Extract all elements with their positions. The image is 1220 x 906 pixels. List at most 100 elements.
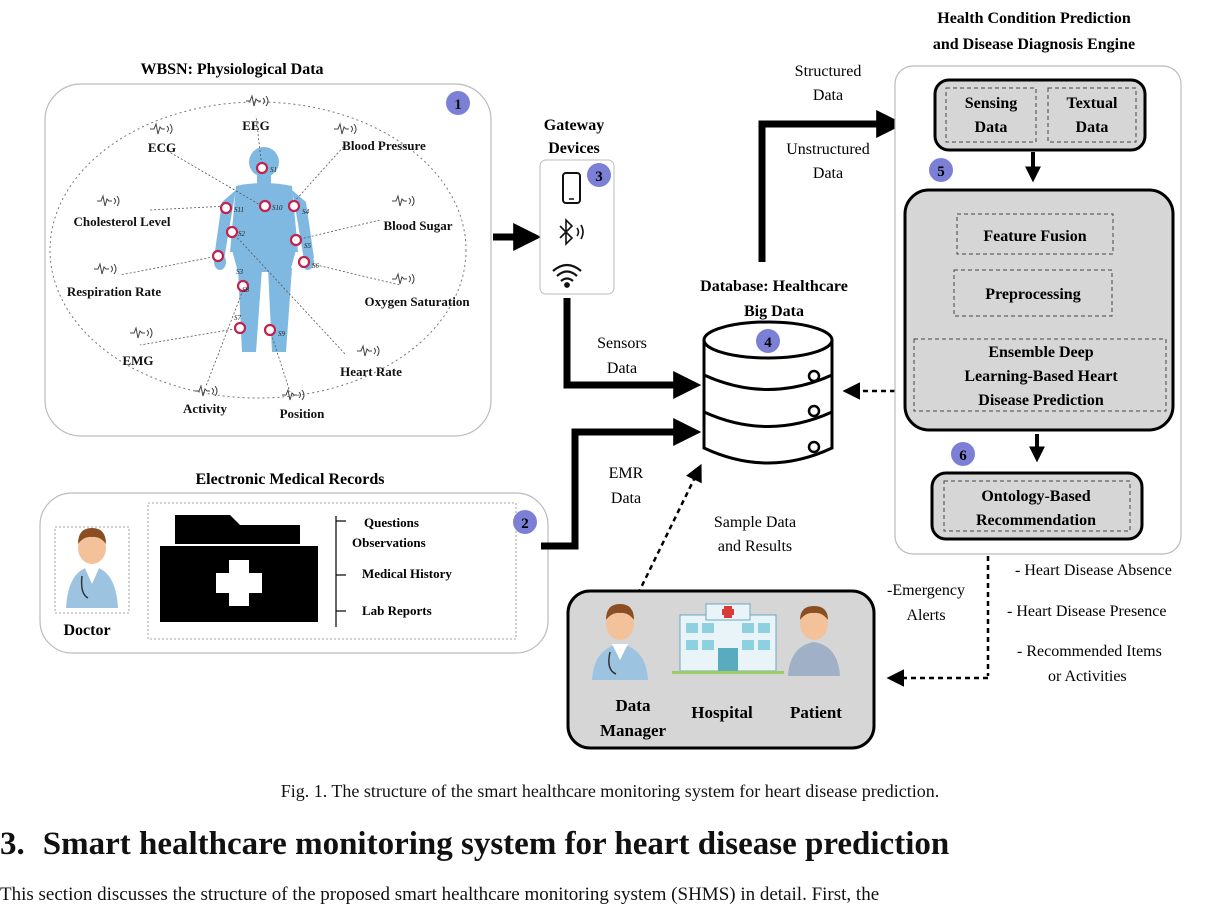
sensor-position: Position (280, 406, 326, 421)
input-data-box (933, 78, 1147, 152)
record-questions: Questions (364, 515, 419, 530)
section-heading: 3. Smart healthcare monitoring system for… (0, 826, 949, 863)
svg-text:S2: S2 (238, 230, 246, 238)
svg-text:S10: S10 (272, 204, 283, 212)
gateway-panel: Gateway Devices 3 (539, 117, 615, 295)
human-body (214, 147, 314, 352)
textual-data-label-2: Data (1076, 119, 1109, 136)
ontology-label: Ontology-Based (981, 488, 1090, 505)
database-panel: Database: Healthcare Big Data 4 (700, 278, 848, 465)
svg-text:S11: S11 (234, 206, 244, 214)
sample-data-label: Sample Data (714, 514, 796, 531)
unstructured-data-label: Unstructured (786, 141, 870, 158)
sensor-nodes (211, 161, 311, 337)
textual-data-label: Textual (1067, 95, 1119, 112)
data-manager-avatar-icon (592, 604, 648, 680)
svg-text:S1: S1 (270, 166, 277, 174)
ontology-label-2: Recommendation (976, 512, 1096, 529)
sensor-eeg: EEG (242, 118, 269, 133)
badge-3 (587, 163, 611, 187)
wifi-icon (552, 263, 582, 288)
sensor-activity: Activity (183, 401, 228, 416)
arrow-gateway-database (563, 298, 702, 399)
badge-2-label: 2 (521, 516, 529, 532)
emr-data-label: EMR (609, 465, 644, 482)
sensor-emg: EMG (122, 353, 153, 368)
wbsn-panel: WBSN: Physiological Data 1 (44, 61, 492, 437)
wbsn-title: WBSN: Physiological Data (140, 61, 323, 78)
emr-title: Electronic Medical Records (196, 471, 385, 488)
arrow-database-engine (758, 110, 905, 262)
figure-caption: Fig. 1. The structure of the smart healt… (280, 781, 940, 801)
gateway-title-2: Devices (548, 140, 600, 157)
preprocessing-label: Preprocessing (985, 286, 1080, 303)
record-lab-reports: Lab Reports (362, 603, 432, 618)
processing-box (903, 188, 1175, 432)
badge-6 (951, 442, 975, 466)
badge-3-label: 3 (595, 169, 603, 185)
unstructured-data-label-2: Data (813, 165, 843, 182)
node-labels: S1 S4 S5 S6 S9 S11 S2 S3 S7 S8 S10 (234, 166, 320, 338)
system-figure: WBSN: Physiological Data 1 (39, 10, 1182, 750)
svg-text:S9: S9 (278, 330, 286, 338)
doctor-avatar-icon (66, 528, 118, 608)
emr-panel: Electronic Medical Records 2 Doctor Ques (39, 471, 549, 654)
svg-text:S7: S7 (234, 314, 242, 322)
sensing-data-label: Sensing (965, 95, 1017, 112)
stakeholders-panel: Data Manager Hospital Patient (566, 589, 876, 750)
doctor-label: Doctor (63, 622, 110, 639)
arrow-sample-data (632, 463, 702, 603)
database-title-2: Big Data (744, 303, 804, 320)
gateway-box (539, 159, 615, 295)
patient-label: Patient (790, 703, 842, 722)
svg-text:S8: S8 (242, 286, 250, 294)
database-title: Database: Healthcare (700, 278, 848, 295)
output-activities: or Activities (1048, 668, 1127, 685)
hospital-icon (672, 603, 784, 674)
emr-data-label-2: Data (611, 490, 641, 507)
section-title: Smart healthcare monitoring system for h… (42, 826, 950, 862)
smartphone-icon (562, 172, 581, 204)
patient-avatar-icon (788, 606, 840, 676)
badge-5 (929, 158, 953, 182)
sensor-ring (49, 101, 467, 399)
sensor-links (119, 115, 401, 393)
doctor-frame (54, 526, 130, 614)
gateway-title: Gateway (544, 117, 604, 134)
hospital-label: Hospital (691, 703, 753, 722)
sensors-data-label: Sensors (597, 335, 647, 352)
section-number: 3. (0, 826, 25, 862)
sensing-data-label-2: Data (975, 119, 1008, 136)
sensor-oxygen: Oxygen Saturation (364, 294, 470, 309)
bluetooth-icon (559, 218, 584, 246)
output-presence: - Heart Disease Presence (1007, 603, 1166, 620)
badge-5-label: 5 (937, 164, 945, 180)
svg-text:S4: S4 (302, 208, 310, 216)
ontology-box (930, 471, 1144, 541)
svg-text:S5: S5 (304, 242, 312, 250)
engine-panel: Health Condition Prediction and Disease … (894, 10, 1182, 555)
svg-text:S6: S6 (312, 262, 320, 270)
badge-4 (756, 329, 780, 353)
output-absence: - Heart Disease Absence (1015, 562, 1172, 579)
output-recommended: - Recommended Items (1017, 643, 1162, 660)
alerts-label-2: Alerts (906, 607, 945, 624)
sensor-respiration: Respiration Rate (67, 284, 161, 299)
record-observations: Observations (352, 535, 426, 550)
records-frame (147, 502, 517, 640)
badge-6-label: 6 (959, 448, 967, 464)
engine-title: Health Condition Prediction (937, 10, 1131, 27)
engine-title-2: and Disease Diagnosis Engine (933, 36, 1135, 53)
data-manager-label: Data (616, 696, 651, 715)
record-medical-history: Medical History (362, 566, 452, 581)
sensor-ecg: ECG (148, 140, 176, 155)
feature-fusion-label: Feature Fusion (983, 228, 1086, 245)
badge-1 (446, 91, 470, 115)
badge-4-label: 4 (764, 335, 772, 351)
sensor-blood-sugar: Blood Sugar (384, 218, 453, 233)
badge-2 (513, 510, 537, 534)
sensors-data-label-2: Data (607, 360, 637, 377)
arrow-emr-database (541, 418, 702, 550)
sample-data-label-2: and Results (718, 538, 792, 555)
ensemble-label-3: Disease Prediction (978, 392, 1104, 409)
